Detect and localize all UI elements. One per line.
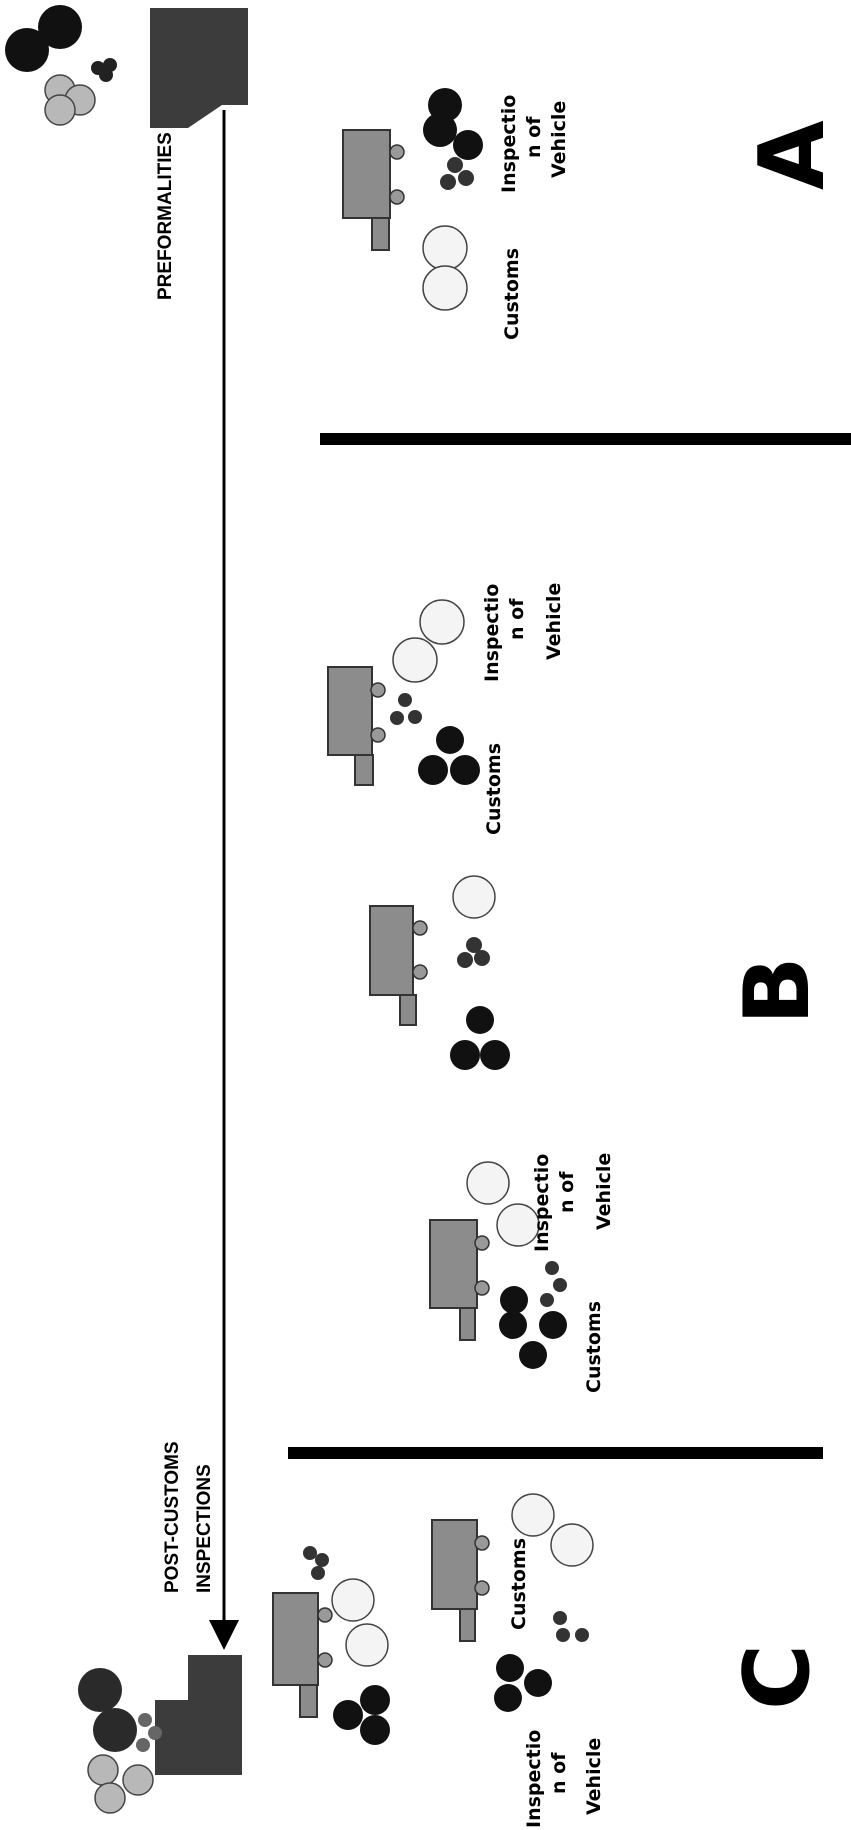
section-c-customs-label: Customs xyxy=(508,1538,530,1630)
section-c-small-people-2 xyxy=(553,1611,589,1642)
section-b3-inspection-group xyxy=(466,1161,567,1307)
origin-customs-building xyxy=(150,8,248,128)
destination-people-group xyxy=(78,1668,162,1814)
section-b1-inspection-label-3: Vehicle xyxy=(543,583,565,660)
section-c-dark-people-1 xyxy=(333,1685,390,1745)
section-c-truck-1 xyxy=(272,1592,333,1718)
post-customs-label-line1: POST-CUSTOMS xyxy=(162,1441,183,1593)
section-a-inspection-group xyxy=(423,88,483,190)
section-b2-customs-group xyxy=(450,1006,510,1070)
section-b3-customs-group xyxy=(499,1286,567,1369)
section-b1-customs-group xyxy=(418,726,480,785)
section-b3-inspection-label-2: n of xyxy=(556,1171,578,1213)
section-b3-customs-label: Customs xyxy=(583,1301,605,1393)
section-c-light-people-2 xyxy=(511,1493,594,1567)
origin-people-group xyxy=(5,5,117,126)
destination-customs-building xyxy=(155,1655,242,1775)
section-a-inspection-label-3: Vehicle xyxy=(548,101,570,178)
section-b3-inspection-label-3: Vehicle xyxy=(593,1153,615,1230)
section-b1-truck xyxy=(327,666,386,786)
section-b3-truck xyxy=(429,1219,490,1341)
post-customs-label-line2: INSPECTIONS xyxy=(194,1464,215,1593)
section-a-inspection-label-1: Inspectio xyxy=(498,95,520,193)
divider-b-c xyxy=(288,1447,823,1459)
section-b1-inspection-label-1: Inspectio xyxy=(481,584,503,682)
section-b1-inspection-label-2: n of xyxy=(506,598,528,640)
section-b2-inspection-group xyxy=(452,875,496,968)
section-c-dark-people-2 xyxy=(494,1654,552,1712)
section-a-truck xyxy=(342,129,405,251)
section-b1-inspection-group xyxy=(390,599,465,725)
preformalities-label: PREFORMALITIES xyxy=(155,132,176,300)
section-c-truck-2 xyxy=(431,1519,490,1642)
section-c-light-people-1 xyxy=(331,1578,389,1667)
section-c-letter: C xyxy=(725,1644,830,1710)
section-b1-customs-label: Customs xyxy=(483,743,505,835)
section-a-inspection-label-2: n of xyxy=(523,116,545,158)
divider-a-b xyxy=(320,433,851,445)
section-b3-inspection-label-1: Inspectio xyxy=(531,1154,553,1252)
section-c-inspection-label-1: Inspectio xyxy=(523,1730,545,1828)
section-c-inspection-label-3: Vehicle xyxy=(583,1738,605,1815)
section-a-customs-group xyxy=(422,225,468,311)
section-b-letter: B xyxy=(725,956,830,1025)
section-c-inspection-label-2: n of xyxy=(548,1752,570,1794)
section-a-customs-label: Customs xyxy=(501,248,523,340)
section-b2-truck xyxy=(369,905,428,1026)
section-a-letter: A xyxy=(740,120,845,190)
section-c-small-people-1 xyxy=(303,1546,329,1580)
